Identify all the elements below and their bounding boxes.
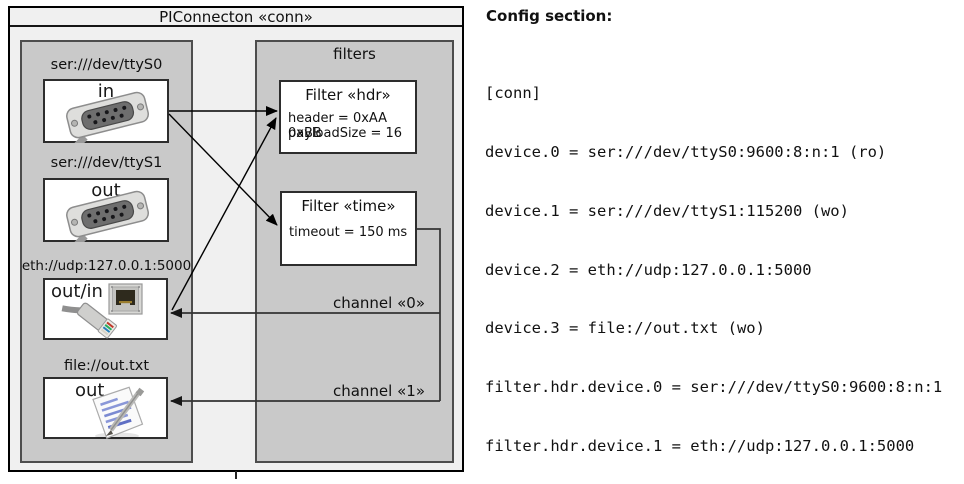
- device-node-ttys1: out: [43, 178, 169, 242]
- ethernet-plug-icon: [61, 302, 117, 339]
- serial-connector-icon: [66, 190, 150, 242]
- device-label-ttys0: ser:///dev/ttyS0: [50, 57, 163, 73]
- device-label-eth: eth://udp:127.0.0.1:5000: [21, 258, 192, 274]
- device-port-direction: out: [91, 180, 121, 201]
- config-line: device.3 = file://out.txt (wo): [485, 319, 765, 338]
- device-label-file: file://out.txt: [63, 358, 150, 374]
- ethernet-jack-icon: [108, 283, 143, 315]
- filter-property: payloadSize = 16: [288, 126, 403, 141]
- config-line: filter.hdr.device.0 = ser:///dev/ttyS0:9…: [485, 378, 943, 397]
- channel-0-label: channel «0»: [332, 294, 425, 312]
- filters-panel-title: filters: [333, 45, 376, 63]
- device-label-ttys1: ser:///dev/ttyS1: [50, 155, 163, 171]
- frame-notch: [235, 471, 237, 479]
- config-line: device.2 = eth://udp:127.0.0.1:5000: [485, 260, 812, 279]
- channel-1-label: channel «1»: [332, 382, 425, 400]
- filter-node-hdr: Filter «hdr» header = 0xAA 0xBB payloadS…: [279, 80, 417, 154]
- device-port-direction: out: [75, 380, 105, 401]
- config-section-heading: Config section:: [486, 7, 613, 25]
- config-line: device.0 = ser:///dev/ttyS0:9600:8:n:1 (…: [485, 142, 887, 161]
- config-line: filter.hdr.device.1 = eth://udp:127.0.0.…: [485, 436, 915, 455]
- config-line: device.1 = ser:///dev/ttyS1:115200 (wo): [485, 201, 849, 220]
- config-line: [conn]: [485, 84, 541, 103]
- device-port-direction: in: [97, 81, 115, 102]
- config-listing: [conn] device.0 = ser:///dev/ttyS0:9600:…: [485, 45, 952, 484]
- filter-title: Filter «hdr»: [305, 86, 391, 104]
- device-port-direction: out/in: [51, 281, 103, 302]
- filter-node-time: Filter «time» timeout = 150 ms: [280, 191, 417, 266]
- filter-property: timeout = 150 ms: [289, 225, 408, 240]
- device-node-file: out: [43, 377, 168, 440]
- filter-property: header = 0xAA 0xBB: [288, 111, 388, 141]
- device-node-ttys0: in: [43, 79, 169, 143]
- serial-connector-icon: [66, 91, 150, 143]
- diagram-title: PIConnecton «conn»: [159, 8, 313, 26]
- filter-title: Filter «time»: [301, 197, 396, 215]
- title-separator: [10, 25, 462, 27]
- notepad-icon: [92, 386, 145, 440]
- device-node-eth: out/in: [43, 278, 168, 340]
